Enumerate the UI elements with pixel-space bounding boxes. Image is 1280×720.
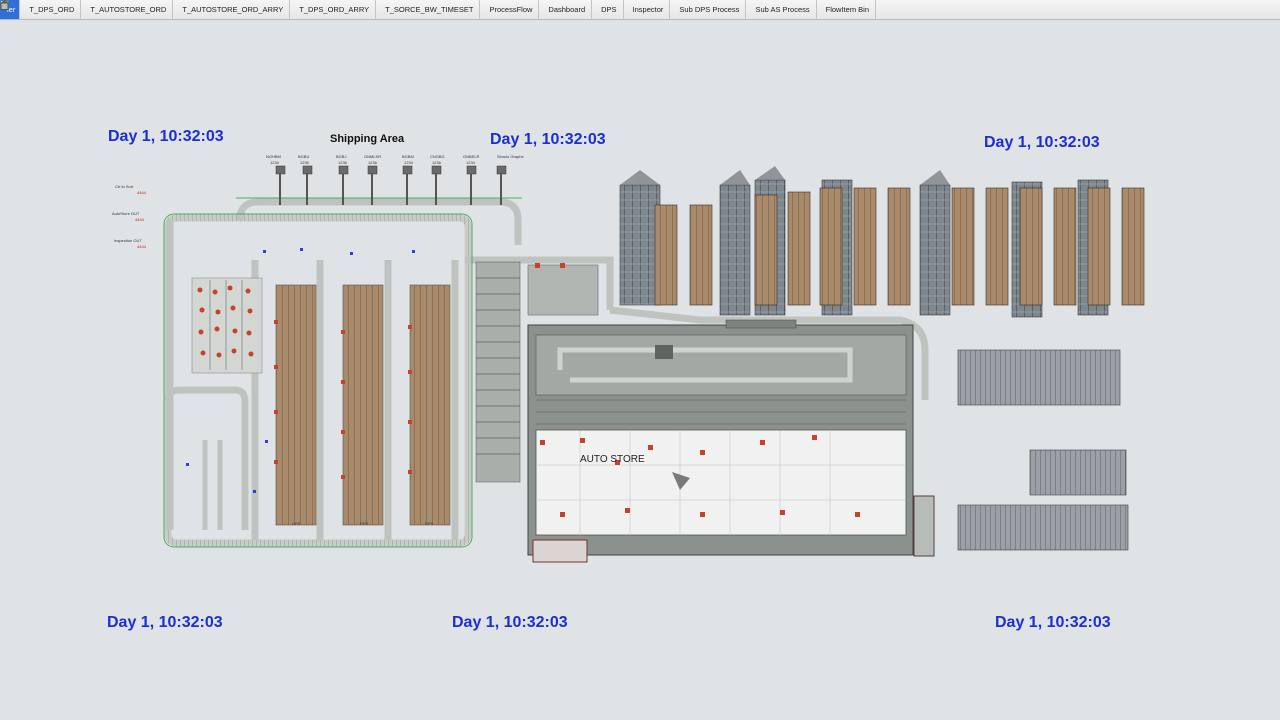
svg-text:GNBELR: GNBELR bbox=[463, 154, 480, 159]
sim-clock-bottom-center: Day 1, 10:32:03 bbox=[452, 614, 568, 631]
tab-label: ler bbox=[7, 5, 16, 14]
tab-label: T_SORCE_BW_TIMESET bbox=[385, 5, 474, 14]
tab-t-autostore-ord[interactable]: T_AUTOSTORE_ORD bbox=[0, 0, 174, 19]
shipping-area-title: Shipping Area bbox=[330, 133, 405, 145]
sim-clock-top-right: Day 1, 10:32:03 bbox=[984, 134, 1100, 151]
autostore-label: AUTO STORE bbox=[580, 454, 645, 465]
tab-t-sorce-bw-timeset[interactable]: T_SORCE_BW_TIMESET bbox=[0, 0, 481, 19]
tab-label: Sub AS Process bbox=[755, 5, 810, 14]
svg-text:BGBM: BGBM bbox=[402, 154, 414, 159]
tab-dps[interactable]: DPS bbox=[0, 0, 624, 19]
tab-t-dps-ord-arry[interactable]: T_DPS_ORD_ARRY bbox=[0, 0, 377, 19]
tab-label: ProcessFlow bbox=[489, 5, 533, 14]
svg-text:Inspection OUT: Inspection OUT bbox=[114, 238, 142, 243]
tab-label: T_AUTOSTORE_ORD_ARRY bbox=[182, 5, 284, 14]
sim-clock-bottom-left: Day 1, 10:32:03 bbox=[107, 614, 223, 631]
svg-text:Ctr to Sort: Ctr to Sort bbox=[115, 184, 134, 189]
tab-label: FlowItem Bin bbox=[825, 5, 869, 14]
tab-flowitem-bin[interactable]: FlowItem Bin bbox=[0, 0, 876, 19]
tab-inspector[interactable]: Inspector bbox=[0, 0, 671, 19]
svg-text:DPS: DPS bbox=[292, 521, 301, 526]
tab-label: T_DPS_ORD_ARRY bbox=[299, 5, 370, 14]
tab-label: DPS bbox=[601, 5, 617, 14]
tab-label: T_DPS_ORD bbox=[29, 5, 75, 14]
svg-text:DPS: DPS bbox=[360, 521, 369, 526]
svg-text:NOHBM: NOHBM bbox=[266, 154, 281, 159]
svg-text:1236: 1236 bbox=[432, 160, 442, 165]
tab-sub-as-process[interactable]: Sub AS Process bbox=[0, 0, 817, 19]
svg-text:Simulo Graphe: Simulo Graphe bbox=[497, 154, 524, 159]
picking-area-left bbox=[191, 277, 263, 374]
sim-clock-bottom-right: Day 1, 10:32:03 bbox=[995, 614, 1111, 631]
tab-bar: ler T_DPS_ORD T_AUTOSTORE_ORD T_AUTOSTORE_O… bbox=[0, 0, 1280, 20]
svg-text:1234: 1234 bbox=[466, 160, 476, 165]
tab-dashboard[interactable]: Dashboard bbox=[0, 0, 593, 19]
svg-text:CNGBG: CNGBG bbox=[430, 154, 445, 159]
tab-label: Sub DPS Process bbox=[679, 5, 740, 14]
tab-t-dps-ord[interactable]: T_DPS_ORD bbox=[0, 0, 82, 19]
svg-text:BGBJ: BGBJ bbox=[336, 154, 346, 159]
svg-text:DPS: DPS bbox=[425, 521, 434, 526]
tab-processflow[interactable]: ProcessFlow bbox=[0, 0, 540, 19]
storage-racks-right bbox=[957, 349, 1129, 551]
svg-text:4444: 4444 bbox=[137, 190, 147, 195]
autostore-building bbox=[527, 319, 935, 563]
svg-text:1236: 1236 bbox=[368, 160, 378, 165]
buffer-racks bbox=[475, 261, 599, 483]
tab-sub-dps-process[interactable]: Sub DPS Process bbox=[0, 0, 747, 19]
dps-rack-aisles: DPS DPS DPS bbox=[186, 248, 451, 526]
svg-text:1234: 1234 bbox=[404, 160, 414, 165]
tab-label: Inspector bbox=[632, 5, 664, 14]
storage-racks-top-right bbox=[619, 166, 1145, 318]
tab-label: T_AUTOSTORE_ORD bbox=[90, 5, 167, 14]
svg-text:1235: 1235 bbox=[300, 160, 310, 165]
svg-text:BGBU: BGBU bbox=[298, 154, 309, 159]
tab-t-autostore-ord-arry[interactable]: T_AUTOSTORE_ORD_ARRY bbox=[0, 0, 291, 19]
svg-text:GNMLSR: GNMLSR bbox=[364, 154, 381, 159]
svg-text:1234: 1234 bbox=[270, 160, 280, 165]
svg-text:AutoStore OUT: AutoStore OUT bbox=[112, 211, 140, 216]
tab-label: Dashboard bbox=[548, 5, 586, 14]
svg-text:1236: 1236 bbox=[338, 160, 348, 165]
sim-clock-top-center: Day 1, 10:32:03 bbox=[490, 131, 606, 148]
svg-text:4444: 4444 bbox=[137, 244, 147, 249]
svg-text:4444: 4444 bbox=[135, 217, 145, 222]
sim-clock-top-left: Day 1, 10:32:03 bbox=[108, 128, 224, 145]
